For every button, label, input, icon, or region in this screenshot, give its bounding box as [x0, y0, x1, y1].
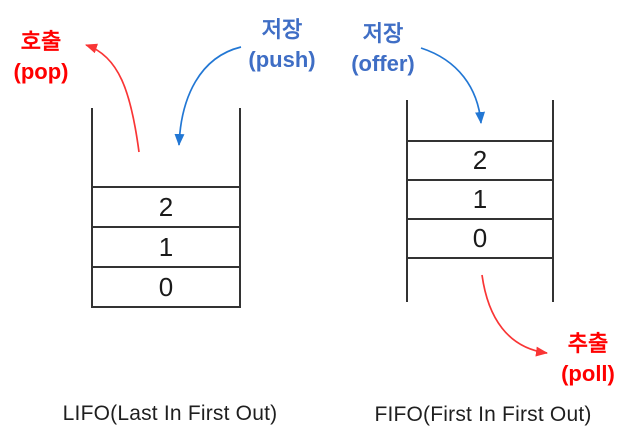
- queue-cells: 2 1 0: [406, 140, 554, 259]
- poll-arrow: [481, 274, 548, 357]
- push-label: 저장 (push): [241, 15, 323, 75]
- stack-cell-top: 2: [91, 186, 241, 226]
- stack-cells: 2 1 0: [91, 186, 241, 306]
- offer-arrow: [420, 47, 486, 124]
- queue-cell-value: 1: [472, 184, 488, 214]
- pop-arrow: [85, 43, 140, 153]
- poll-label-korean: 추출: [567, 331, 609, 356]
- queue-right-wall: [552, 100, 554, 302]
- offer-label: 저장 (offer): [342, 19, 424, 79]
- queue-cell-middle: 1: [406, 179, 554, 218]
- pop-label: 호출 (pop): [2, 27, 80, 87]
- queue-cell-value: 2: [472, 145, 488, 175]
- stack-container: 2 1 0: [91, 108, 241, 308]
- stack-cell-value: 2: [158, 191, 174, 222]
- push-arrow: [174, 46, 242, 146]
- poll-label: 추출 (poll): [549, 329, 627, 389]
- queue-left-wall: [406, 100, 408, 302]
- stack-cell-middle: 1: [91, 226, 241, 266]
- queue-cell-bottom: 0: [406, 218, 554, 259]
- push-label-english: (push): [248, 47, 316, 72]
- stack-cell-bottom: 0: [91, 266, 241, 306]
- push-label-korean: 저장: [261, 17, 303, 42]
- lifo-caption: LIFO(Last In First Out): [62, 402, 278, 425]
- fifo-caption: FIFO(First In First Out): [374, 403, 592, 426]
- pop-label-korean: 호출: [20, 29, 62, 54]
- offer-label-english: (offer): [351, 51, 415, 76]
- offer-label-korean: 저장: [362, 21, 404, 46]
- pop-label-english: (pop): [13, 59, 69, 84]
- queue-cell-top: 2: [406, 140, 554, 179]
- poll-label-english: (poll): [561, 361, 615, 386]
- stack-cell-value: 1: [158, 231, 174, 262]
- stack-cell-value: 0: [158, 271, 174, 302]
- queue-cell-value: 0: [472, 223, 488, 253]
